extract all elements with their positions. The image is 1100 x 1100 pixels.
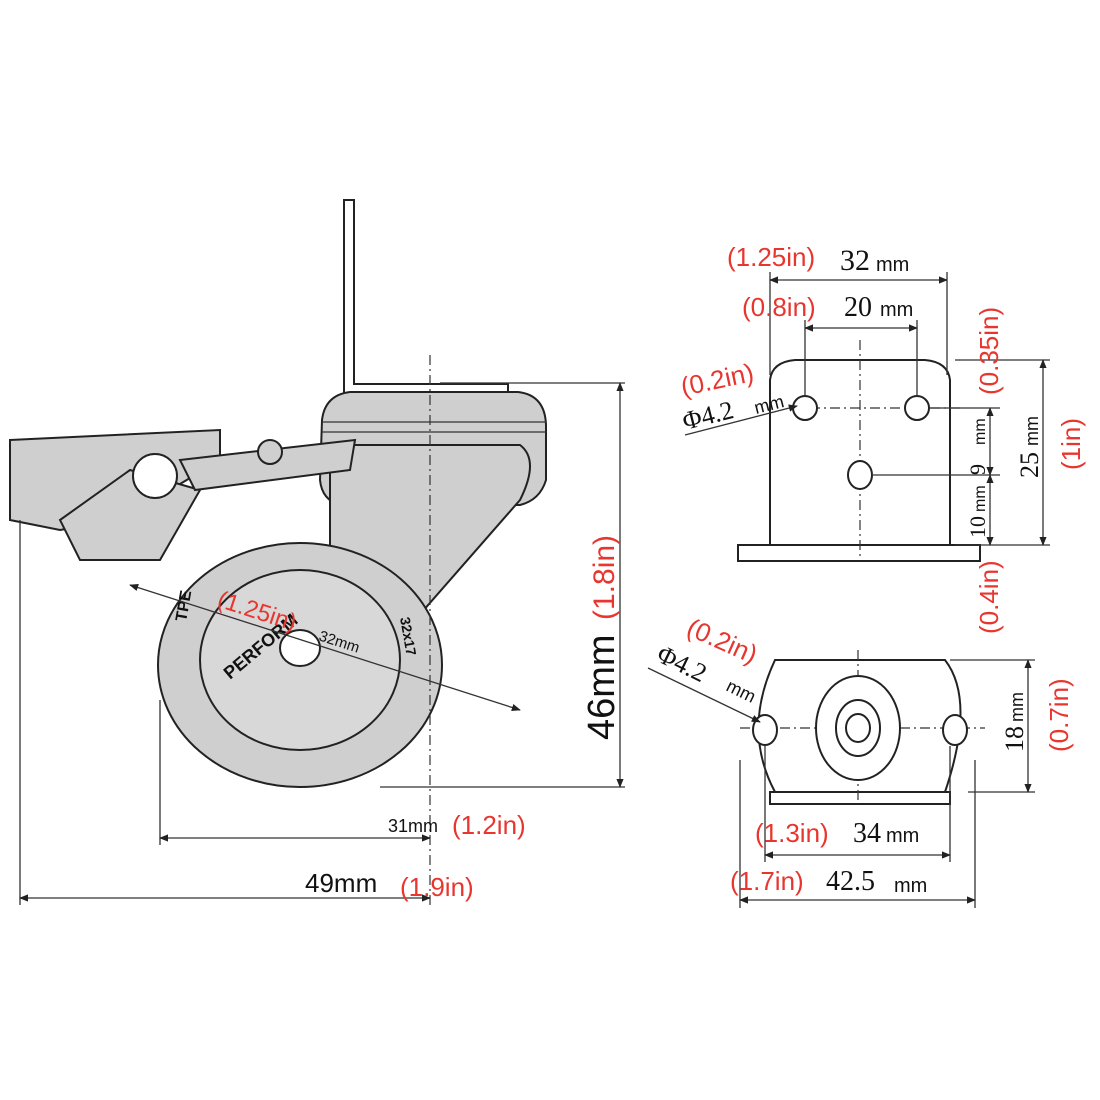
offset-9-in: (0.35in) xyxy=(974,307,1004,395)
height-18-in: (0.7in) xyxy=(1044,678,1074,752)
offset-10-unit: mm xyxy=(972,485,989,512)
offset-10-in: (0.4in) xyxy=(974,560,1004,634)
base-ring-inner xyxy=(845,713,871,743)
top-view: (1.25in) 32 mm (0.8in) 20 mm (0.2in) Φ4.… xyxy=(678,242,1086,634)
offset-10-mm: 10 xyxy=(965,516,990,538)
wheel-width-in: (1.2in) xyxy=(452,810,526,840)
top-hole-center xyxy=(847,460,873,490)
width-425-in: (1.7in) xyxy=(730,866,804,896)
height-25-in: (1in) xyxy=(1056,418,1086,470)
height-18-mm: 18 xyxy=(1000,726,1029,752)
top-hole-dia-mm: Φ4.2 xyxy=(679,395,736,436)
spacing-34-mm: 34 xyxy=(853,818,881,849)
base-hole-left xyxy=(752,714,778,746)
height-in: (1.8in) xyxy=(588,535,621,620)
width-425-unit: mm xyxy=(894,875,927,897)
brake-link xyxy=(178,438,357,492)
offset-9-unit: mm xyxy=(972,418,989,445)
top-hole-right xyxy=(904,395,930,421)
plate-width-mm: 32 xyxy=(840,244,870,277)
height-25-unit: mm xyxy=(1022,416,1042,446)
brake-pivot xyxy=(132,453,178,499)
height-mm: 46mm xyxy=(581,634,623,740)
bracket xyxy=(343,199,509,395)
base-hole-dia-unit: mm xyxy=(723,676,759,707)
top-hole-dia-in: (0.2in) xyxy=(678,357,756,402)
plate-base xyxy=(737,544,981,562)
base-hole-right xyxy=(942,714,968,746)
height-25-mm: 25 xyxy=(1015,452,1044,478)
height-18-unit: mm xyxy=(1007,692,1027,722)
bottom-view: (0.2in) Φ4.2 mm 18 mm (0.7in) (1.3in) 34… xyxy=(647,612,1074,908)
hole-spacing-in: (0.8in) xyxy=(742,292,816,322)
plate-width-unit: mm xyxy=(876,254,909,276)
offset-9-mm: 9 xyxy=(965,464,990,475)
spacing-34-in: (1.3in) xyxy=(755,818,829,848)
width-425-mm: 42.5 xyxy=(826,866,875,897)
plate-width-in: (1.25in) xyxy=(727,242,815,272)
hole-spacing-unit: mm xyxy=(880,299,913,321)
wheel-diameter-line xyxy=(129,584,521,711)
wheel-width-mm: 31mm xyxy=(388,816,438,836)
overall-width-in: (1.9in) xyxy=(400,872,474,902)
side-view: PERFORM TPE 32x17 (1.25in) 32mm 31mm (1.… xyxy=(9,199,625,905)
spacing-34-unit: mm xyxy=(886,825,919,847)
top-hole-left xyxy=(792,395,818,421)
hole-spacing-mm: 20 xyxy=(844,292,872,323)
overall-width-mm: 49mm xyxy=(305,868,377,898)
base-lip xyxy=(769,791,951,805)
